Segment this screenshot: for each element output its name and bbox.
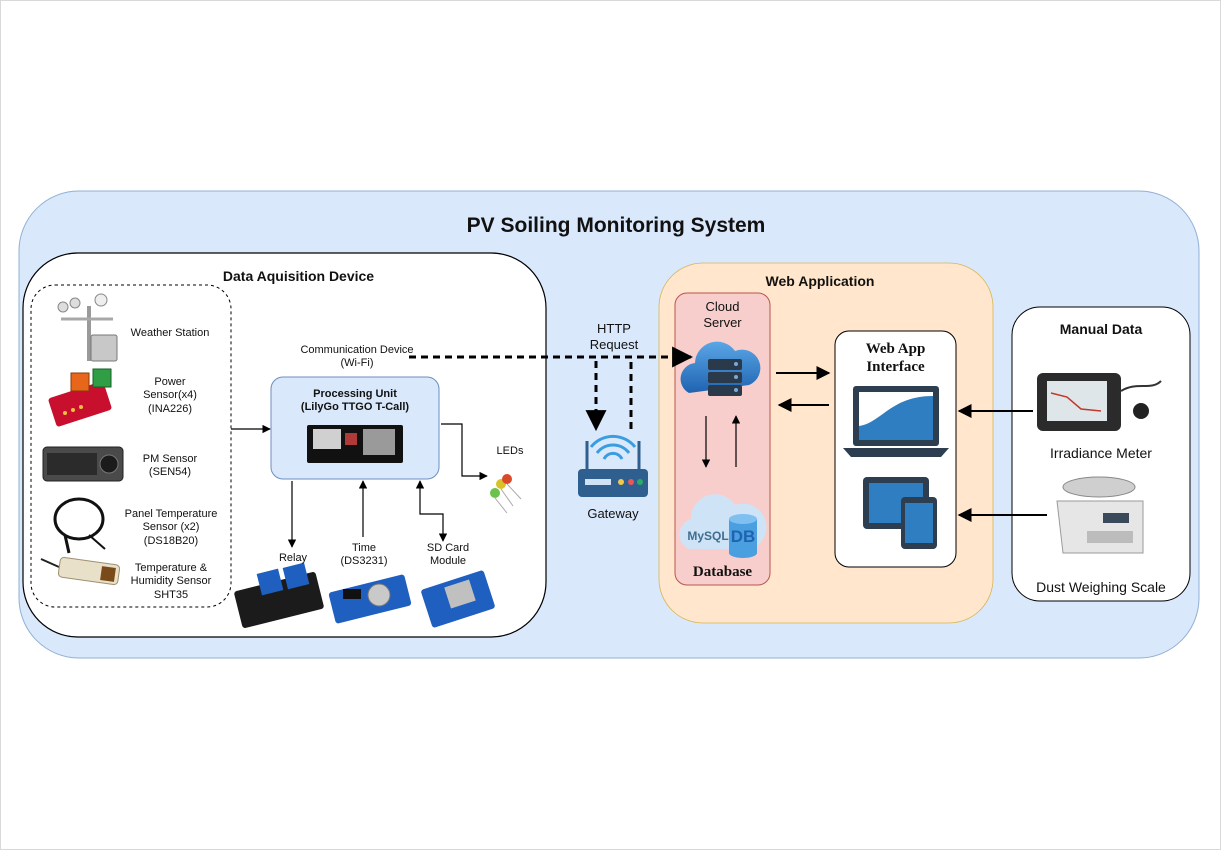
relay-label: Relay	[278, 552, 308, 564]
relay-module-icon	[234, 562, 324, 628]
sd-card-label: SD Card Module	[426, 542, 470, 568]
laptop-icon	[843, 386, 949, 457]
web-app-title: Web Application	[765, 273, 875, 289]
ttgo-board-icon	[307, 425, 403, 463]
connectors	[231, 366, 1047, 548]
database-icon	[679, 494, 767, 558]
pm-sensor-icon	[42, 446, 124, 482]
processing-to-leds-arrow	[441, 423, 488, 481]
sensor-label-weather: Weather Station	[130, 327, 210, 339]
rtc-module-icon	[328, 574, 412, 624]
power-sensor-icon	[48, 368, 112, 427]
daq-title: Data Aquisition Device	[222, 268, 375, 284]
weather-station-icon	[57, 293, 118, 362]
comm-device-label: Communication Device (Wi-Fi)	[300, 344, 414, 370]
database-label: Database	[692, 564, 753, 580]
gateway-label: Gateway	[587, 506, 639, 521]
sd-card-module-icon	[421, 570, 495, 628]
irradiance-meter-label: Irradiance Meter	[1050, 445, 1152, 461]
weighing-scale-icon	[1056, 476, 1144, 554]
http-request-label: HTTP Request	[589, 321, 639, 352]
irradiance-meter-icon	[1037, 373, 1162, 431]
humidity-sensor-icon	[40, 556, 121, 586]
manual-data-title: Manual Data	[1059, 321, 1143, 337]
tablet-phone-icon	[863, 477, 937, 549]
mysql-logo-text: MySQL	[687, 529, 729, 543]
db-logo-text: DB	[730, 527, 756, 546]
sensor-label-pm: PM Sensor (SEN54)	[142, 453, 198, 479]
sensor-label-humidity: Temperature & Humidity Sensor SHT35	[130, 562, 212, 601]
processing-unit-label: Processing Unit (LilyGo TTGO T-Call)	[300, 388, 410, 414]
system-title: PV Soiling Monitoring System	[466, 214, 766, 237]
leds-label: LEDs	[496, 445, 524, 457]
dust-weighing-scale-label: Dust Weighing Scale	[1036, 579, 1166, 595]
leds-icon	[490, 474, 522, 514]
web-app-interface-label: Web App Interface	[865, 341, 926, 376]
wifi-router-icon	[578, 434, 648, 497]
cloud-server-icon	[680, 341, 761, 396]
time-label: Time (DS3231)	[340, 542, 388, 568]
processing-sd-card-arrow	[415, 480, 448, 542]
cloud-server-label: Cloud Server	[703, 299, 742, 330]
wireless-links	[409, 346, 694, 432]
sensor-group	[30, 284, 232, 608]
temperature-probe-icon	[53, 497, 106, 554]
sensor-label-panel-temperature: Panel Temperature Sensor (x2) (DS18B20)	[124, 508, 218, 547]
sensor-label-power: Power Sensor(x4) (INA226)	[143, 376, 197, 415]
